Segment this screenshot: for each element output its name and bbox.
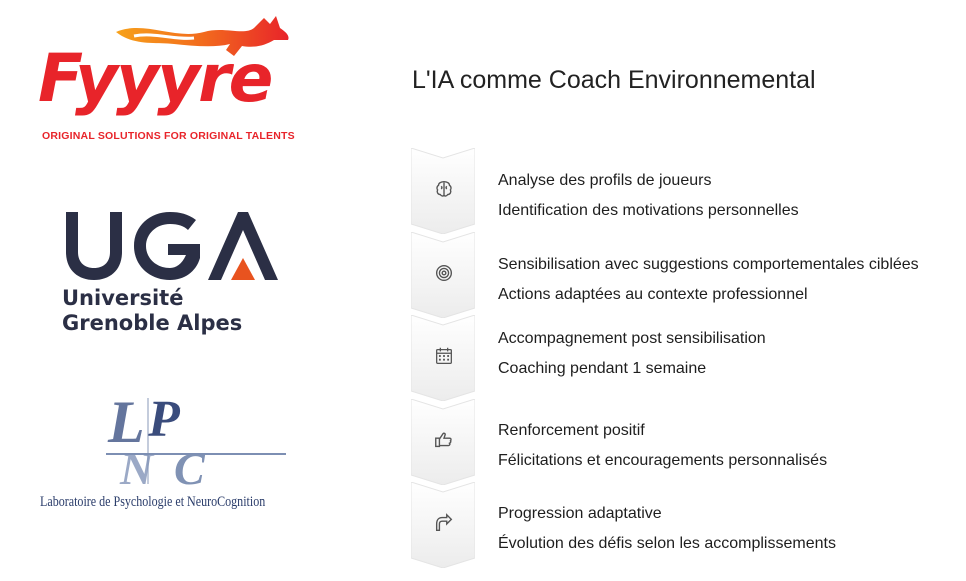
step-chevron	[411, 315, 475, 401]
step-line1: Analyse des profils de joueurs	[498, 172, 712, 189]
thumbs-up-icon	[433, 429, 455, 451]
step-line2: Actions adaptées au contexte professionn…	[498, 286, 808, 303]
svg-text:C: C	[174, 443, 206, 492]
step-line1: Accompagnement post sensibilisation	[498, 330, 766, 347]
chevron-shape	[411, 148, 475, 234]
step-chevron	[411, 148, 475, 234]
brain-icon	[433, 178, 455, 200]
step-line1: Progression adaptative	[498, 505, 662, 522]
uga-name-line2: Grenoble Alpes	[62, 311, 243, 335]
svg-text:L: L	[107, 392, 145, 455]
step-line2: Coaching pendant 1 semaine	[498, 360, 707, 377]
lpnc-logo: L P N C Laboratoire de Psychologie et Ne…	[36, 392, 296, 522]
step-chevron	[411, 232, 475, 318]
step-line2: Félicitations et encouragements personna…	[498, 452, 828, 469]
target-icon	[433, 262, 455, 284]
uga-name: Université Grenoble Alpes	[62, 286, 242, 336]
step-line1: Sensibilisation avec suggestions comport…	[498, 256, 919, 273]
fyyyre-wordmark: Fyyyre	[38, 40, 273, 117]
svg-text:N: N	[119, 443, 155, 492]
fyyyre-tagline: ORIGINAL SOLUTIONS FOR ORIGINAL TALENTS	[42, 130, 295, 142]
svg-text:P: P	[147, 392, 181, 448]
step-chevron	[411, 482, 475, 568]
step-line2: Évolution des défis selon les accompliss…	[498, 535, 836, 552]
lpnc-letters: L P N C	[106, 392, 286, 492]
slide-title: L'IA comme Coach Environnemental	[412, 66, 816, 94]
lpnc-caption: Laboratoire de Psychologie et NeuroCogni…	[40, 494, 266, 510]
chevron-shape	[411, 482, 475, 568]
step-chevron	[411, 399, 475, 485]
uga-name-line1: Université	[62, 286, 184, 310]
fyyyre-logo: Fyyyre ORIGINAL SOLUTIONS FOR ORIGINAL T…	[36, 10, 296, 150]
uga-letters	[66, 212, 278, 280]
step-line1: Renforcement positif	[498, 422, 645, 439]
step-line2: Identification des motivations personnel…	[498, 202, 799, 219]
fox-logo-icon	[116, 16, 289, 56]
chevron-shape	[411, 399, 475, 485]
arrow-up-icon	[433, 512, 455, 534]
chevron-shape	[411, 315, 475, 401]
uga-logo: Université Grenoble Alpes	[62, 200, 282, 340]
calendar-icon	[433, 345, 455, 367]
